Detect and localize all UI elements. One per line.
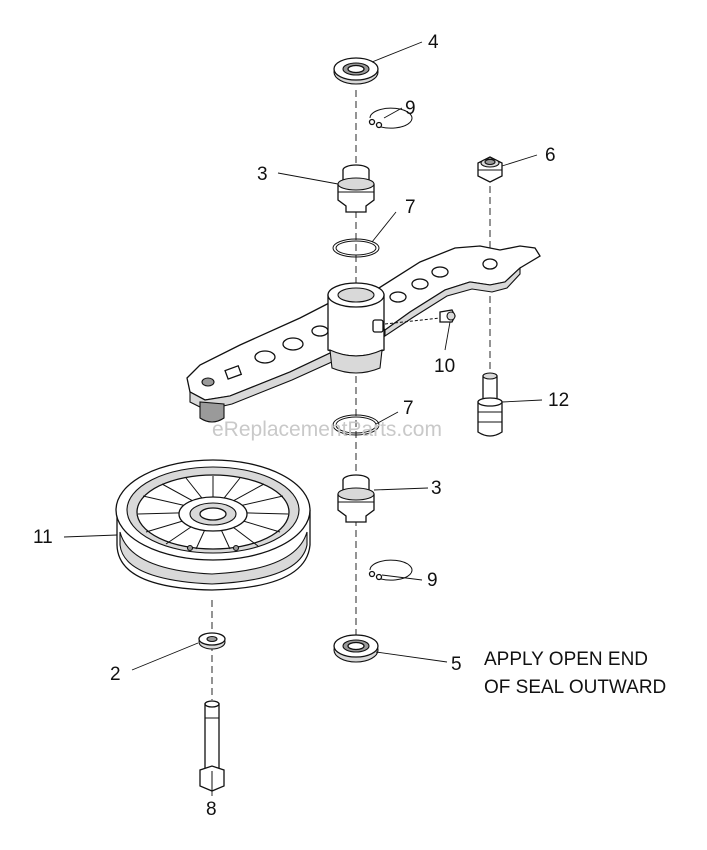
grease-fitting bbox=[384, 309, 456, 325]
seal-bottom bbox=[333, 634, 379, 663]
hex-bolt bbox=[199, 700, 225, 792]
o-ring-bottom bbox=[332, 414, 380, 436]
callout-2: 2 bbox=[110, 664, 121, 685]
leader-lines bbox=[63, 41, 543, 796]
snap-ring-bottom bbox=[368, 559, 413, 581]
note-line-2: OF SEAL OUTWARD bbox=[484, 677, 666, 698]
washer bbox=[198, 632, 226, 650]
callout-10: 10 bbox=[434, 356, 455, 377]
snap-ring-top bbox=[368, 107, 413, 129]
callout-12: 12 bbox=[548, 390, 569, 411]
assembly-note: APPLY OPEN END OF SEAL OUTWARD bbox=[484, 649, 666, 698]
callout-3-bottom: 3 bbox=[431, 478, 442, 499]
shoulder-bolt bbox=[477, 372, 503, 437]
lock-nut bbox=[477, 156, 503, 183]
callout-9-bottom: 9 bbox=[427, 570, 438, 591]
callout-7-top: 7 bbox=[405, 197, 416, 218]
o-ring-top bbox=[332, 238, 380, 258]
callout-11: 11 bbox=[33, 527, 53, 548]
bearing-bottom bbox=[337, 474, 375, 523]
idler-arm bbox=[186, 245, 541, 423]
seal-top bbox=[333, 57, 379, 85]
note-line-1: APPLY OPEN END bbox=[484, 649, 648, 670]
callout-4: 4 bbox=[428, 32, 439, 53]
callout-7-bottom: 7 bbox=[403, 398, 414, 419]
bearing-top bbox=[337, 164, 375, 213]
callout-8: 8 bbox=[206, 799, 217, 820]
idler-pulley bbox=[115, 459, 311, 591]
callout-6: 6 bbox=[545, 145, 556, 166]
callout-5: 5 bbox=[451, 654, 462, 675]
callout-3-top: 3 bbox=[257, 164, 268, 185]
callout-9-top: 9 bbox=[405, 98, 416, 119]
callout-labels: 4 9 3 6 7 10 7 12 3 11 9 2 5 8 bbox=[33, 32, 569, 820]
watermark: eReplacementParts.com bbox=[212, 418, 442, 441]
